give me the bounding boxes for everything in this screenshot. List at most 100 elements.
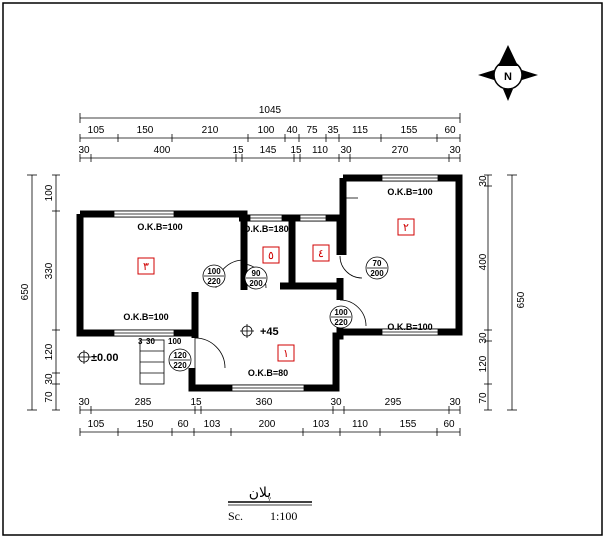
- dim-bottom-r1-1: 30: [78, 397, 90, 408]
- left-dimensions: 650 100 330 120 30 70: [20, 174, 60, 411]
- svg-text:٤: ٤: [318, 248, 324, 260]
- dim-top-r2-1: 30: [78, 145, 90, 156]
- drawing-title-block: پلان Sc. 1:100: [228, 485, 312, 523]
- entry-stairs: [139, 339, 165, 385]
- room-number-4: ٤: [312, 244, 330, 262]
- door-tag-4: 100 220: [329, 305, 353, 329]
- dim-top-r1-1: 105: [88, 125, 105, 136]
- dim-bottom-r2-1: 105: [88, 419, 105, 430]
- room-number-3: ٣: [137, 257, 155, 275]
- dim-top-total: 1045: [259, 105, 282, 116]
- door-tag-1: 100 220: [202, 264, 226, 288]
- svg-text:220: 220: [207, 277, 221, 286]
- dim-right-total: 650: [516, 291, 527, 308]
- door-tag-3: 70 200: [365, 256, 389, 280]
- room-number-2: ٢: [397, 218, 415, 236]
- stair-label-a: 3: [138, 337, 143, 346]
- dim-top-r1-4: 100: [258, 125, 275, 136]
- drawing-title: پلان: [249, 485, 272, 501]
- bottom-dimensions: 30 285 15 360 30 295 30 105 150 60 103 2…: [78, 397, 461, 436]
- svg-text:200: 200: [370, 269, 384, 278]
- svg-text:100: 100: [207, 267, 221, 276]
- dim-top-r1-2: 150: [137, 125, 154, 136]
- dim-bottom-r2-9: 60: [443, 419, 455, 430]
- dim-left-5: 70: [44, 391, 55, 403]
- dim-right-4: 120: [478, 355, 489, 372]
- dim-top-r2-5: 15: [290, 145, 302, 156]
- svg-text:200: 200: [249, 279, 263, 288]
- dim-top-r1-7: 35: [327, 125, 339, 136]
- window-label-room5-top: O.K.B=180: [243, 224, 288, 234]
- window-label-room2-top: O.K.B=100: [387, 187, 432, 197]
- dim-top-r2-7: 30: [340, 145, 352, 156]
- door-tag-5: 120 220: [168, 348, 192, 372]
- north-label: N: [504, 71, 512, 83]
- dim-bottom-r1-2: 285: [135, 397, 152, 408]
- stair-label-b: 30: [146, 337, 155, 346]
- scale-value: 1:100: [270, 509, 297, 523]
- dim-top-r1-5: 40: [286, 125, 298, 136]
- dim-top-r1-8: 115: [352, 125, 368, 136]
- right-dimensions: 650 30 400 30 120 70: [478, 174, 527, 411]
- dim-top-r2-4: 145: [260, 145, 277, 156]
- dim-left-4: 30: [44, 373, 55, 385]
- top-dimensions: 1045 105 150 210 100 40 75 35 115 155 60…: [78, 105, 461, 162]
- svg-text:٢: ٢: [403, 222, 409, 234]
- dim-right-1: 30: [478, 175, 489, 187]
- dim-bottom-r1-3: 15: [190, 397, 202, 408]
- dim-top-r1-6: 75: [306, 125, 318, 136]
- svg-text:220: 220: [173, 361, 187, 370]
- window-label-room2-bottom: O.K.B=100: [387, 322, 432, 332]
- level-hall-label: +45: [260, 326, 279, 338]
- svg-text:١: ١: [283, 348, 289, 360]
- dim-top-r2-2: 400: [154, 145, 171, 156]
- scale-label: Sc.: [228, 509, 243, 523]
- svg-text:220: 220: [334, 318, 348, 327]
- dim-bottom-r1-7: 30: [449, 397, 461, 408]
- room-number-1: ١: [277, 344, 295, 362]
- dim-top-r1-10: 60: [444, 125, 456, 136]
- window-label-room3-bottom: O.K.B=100: [123, 312, 168, 322]
- dim-left-2: 330: [44, 262, 55, 279]
- dim-top-r2-9: 30: [449, 145, 461, 156]
- dim-left-3: 120: [44, 343, 55, 360]
- dim-top-r1-3: 210: [202, 125, 219, 136]
- dim-bottom-r2-4: 103: [204, 419, 221, 430]
- level-mark-entry: ±0.00: [77, 350, 118, 364]
- dim-bottom-r2-7: 110: [352, 419, 368, 430]
- svg-text:٣: ٣: [143, 261, 149, 273]
- dim-top-r1-9: 155: [401, 125, 418, 136]
- dim-bottom-r1-4: 360: [256, 397, 273, 408]
- north-arrow-icon: N: [478, 45, 538, 101]
- level-mark-hall: +45: [240, 324, 279, 338]
- dim-bottom-r2-8: 155: [400, 419, 417, 430]
- dim-bottom-r2-5: 200: [259, 419, 276, 430]
- svg-text:120: 120: [173, 351, 187, 360]
- dim-top-r2-8: 270: [392, 145, 409, 156]
- dim-bottom-r2-3: 60: [177, 419, 189, 430]
- svg-text:70: 70: [373, 259, 382, 268]
- svg-text:100: 100: [334, 308, 348, 317]
- dim-bottom-r1-5: 30: [330, 397, 342, 408]
- svg-text:٥: ٥: [268, 250, 274, 262]
- dim-left-total: 650: [20, 283, 31, 300]
- dim-top-r2-6: 110: [312, 145, 328, 156]
- svg-text:90: 90: [252, 269, 261, 278]
- dim-left-1: 100: [44, 184, 55, 201]
- window-label-room3-top: O.K.B=100: [137, 222, 182, 232]
- dim-bottom-r2-6: 103: [313, 419, 330, 430]
- room-number-5: ٥: [262, 246, 280, 264]
- dim-right-2: 400: [478, 253, 489, 270]
- dim-top-r2-3: 15: [232, 145, 244, 156]
- dim-right-5: 70: [478, 392, 489, 404]
- dim-right-3: 30: [478, 332, 489, 344]
- window-label-room1-bottom: O.K.B=80: [248, 368, 288, 378]
- walls: [76, 174, 463, 392]
- stair-label-c: 100: [168, 337, 182, 346]
- dim-bottom-r2-2: 150: [137, 419, 154, 430]
- windows: [113, 174, 439, 392]
- door-tag-2: 90 200: [244, 266, 268, 290]
- dim-bottom-r1-6: 295: [385, 397, 402, 408]
